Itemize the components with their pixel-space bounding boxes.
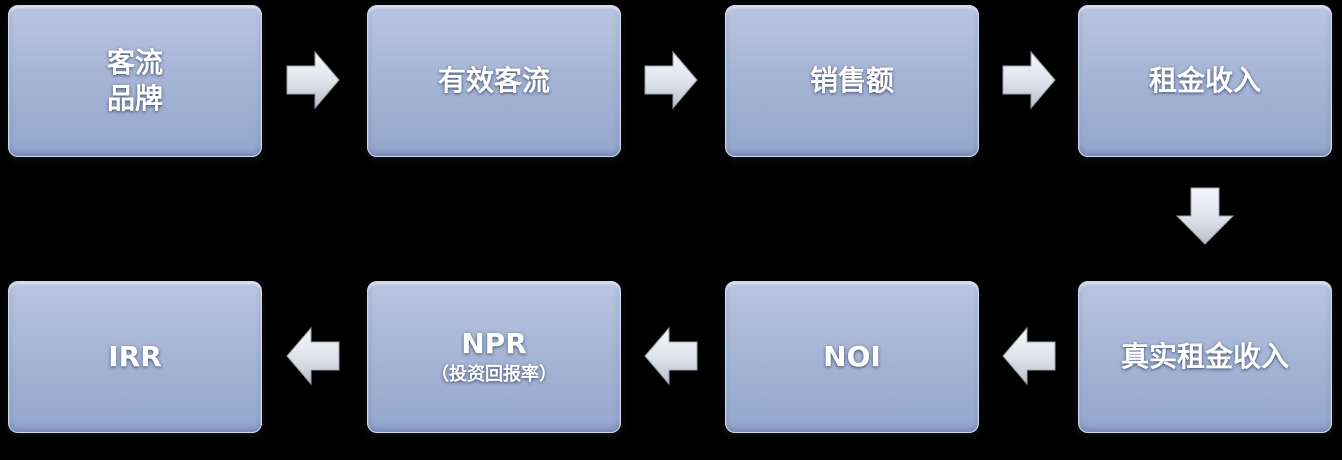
- node-irr: IRR: [8, 281, 262, 433]
- node-customer-flow-brand: 客流 品牌: [8, 5, 262, 157]
- arrow-down-icon: [1175, 186, 1235, 246]
- node-real-rental-income: 真实租金收入: [1078, 281, 1332, 433]
- arrow-right-icon: [643, 50, 699, 110]
- node-sublabel: （投资回报率）: [431, 364, 557, 385]
- arrow-left-icon: [285, 326, 341, 386]
- node-label: NOI: [823, 340, 881, 373]
- node-effective-customer-flow: 有效客流: [367, 5, 621, 157]
- node-noi: NOI: [725, 281, 979, 433]
- arrow-left-icon: [643, 326, 699, 386]
- node-label: NPR: [461, 327, 527, 360]
- node-sales-volume: 销售额: [725, 5, 979, 157]
- node-npr: NPR （投资回报率）: [367, 281, 621, 433]
- arrow-right-icon: [1001, 50, 1057, 110]
- node-label-line2: 品牌: [106, 82, 163, 115]
- node-label: 租金收入: [1148, 64, 1261, 97]
- node-rental-income: 租金收入: [1078, 5, 1332, 157]
- node-label: 真实租金收入: [1120, 340, 1289, 373]
- node-label-line1: 客流: [106, 46, 163, 79]
- arrow-right-icon: [285, 50, 341, 110]
- node-label: 有效客流: [437, 64, 550, 97]
- node-label: 销售额: [809, 64, 894, 97]
- arrow-left-icon: [1001, 326, 1057, 386]
- node-label: IRR: [108, 340, 162, 373]
